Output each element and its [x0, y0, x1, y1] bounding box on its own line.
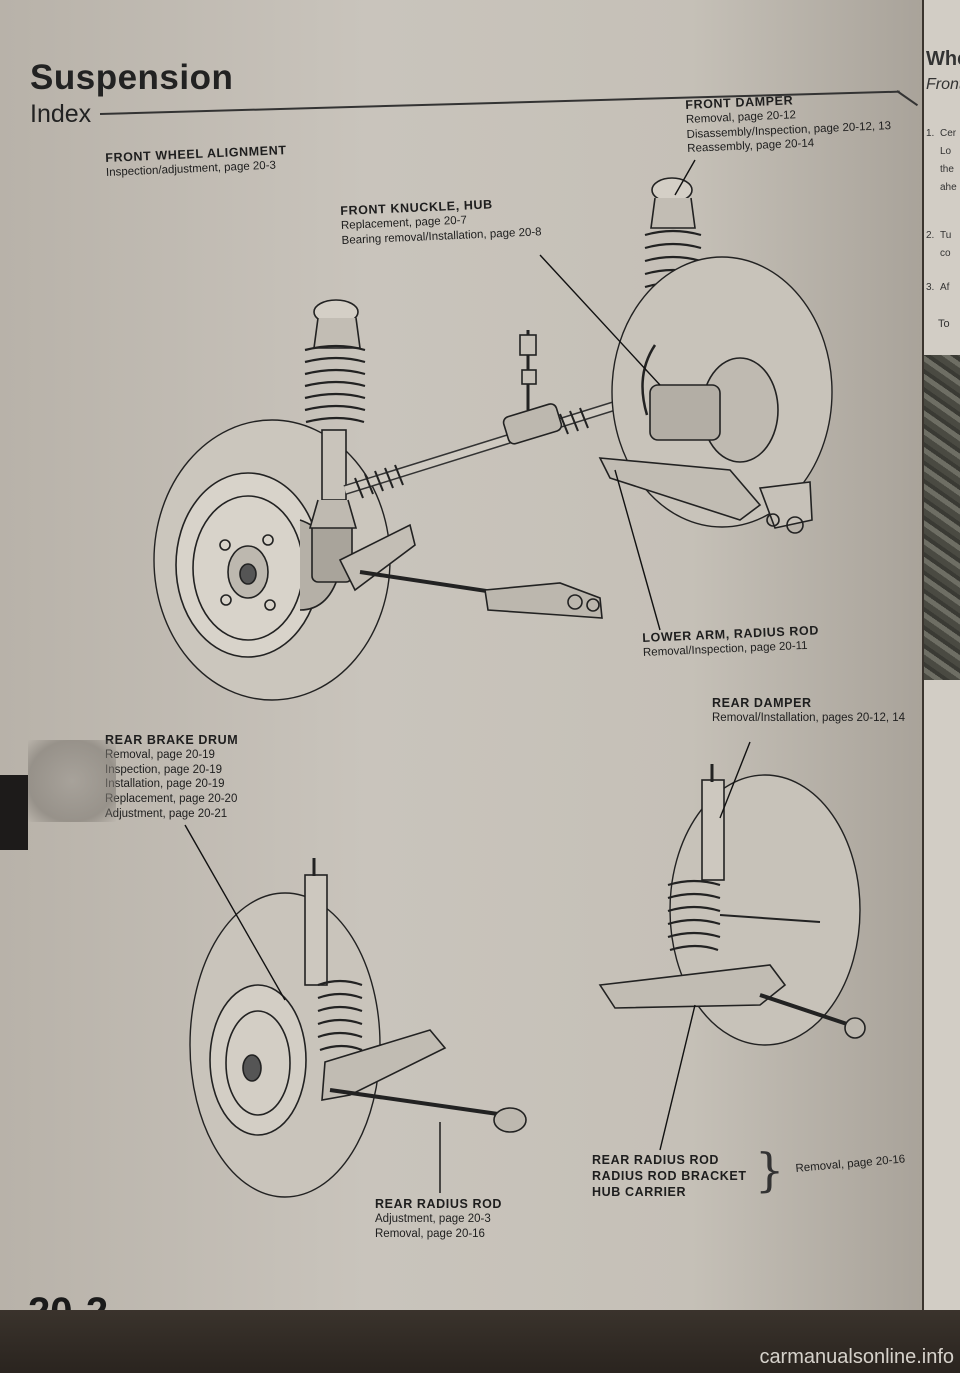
leader-front-damper [674, 159, 696, 196]
adjacent-word: co [940, 248, 951, 259]
adjacent-item: 1. [926, 128, 935, 139]
page-title: Suspension [30, 58, 234, 97]
section-tab [0, 775, 28, 850]
callout-rear-radius-rod: REAR RADIUS ROD Adjustment, page 20-3 Re… [375, 1197, 503, 1240]
callout-rear-damper: REAR DAMPER Removal/Installation, pages … [712, 696, 906, 724]
brace-symbol: } [755, 1143, 785, 1197]
adjacent-word: the [940, 164, 954, 175]
adjacent-word: ahe [940, 182, 957, 193]
rear-left-wheel-assembly [189, 858, 527, 1198]
adjacent-item: 2. [926, 230, 935, 241]
adjacent-word: Af [940, 282, 950, 293]
callout-front-knuckle-hub: FRONT KNUCKLE, HUB Replacement, page 20-… [340, 197, 542, 247]
callout-rear-group: REAR RADIUS ROD RADIUS ROD BRACKET HUB C… [592, 1153, 747, 1199]
adjacent-page-edge: Whe Front 1. Cer Lo the ahe 2. Tu co 3. … [922, 0, 960, 1373]
adjacent-title: Whe [926, 48, 960, 70]
adjacent-word: Lo [940, 146, 952, 157]
adjacent-word: Tu [940, 230, 952, 241]
leader-lower-arm [614, 469, 661, 631]
watermark: carmanualsonline.info [759, 1346, 954, 1368]
adjacent-item: 3. [926, 282, 935, 293]
suspension-illustration [153, 159, 866, 1198]
callout-front-damper: FRONT DAMPER Removal, page 20-12 Disasse… [685, 93, 892, 156]
manual-page: Suspension Index [0, 0, 922, 1373]
callout-rear-brake-drum: REAR BRAKE DRUM Removal, page 20-19 Insp… [105, 733, 239, 820]
adjacent-word: Cer [940, 128, 957, 139]
leader-rear-brake-drum [184, 824, 286, 1001]
section-tab-shadow [28, 740, 116, 822]
steering-rack [343, 330, 642, 499]
page-subtitle: Index [30, 100, 92, 128]
adjacent-word: To [938, 318, 950, 330]
adjacent-photo [924, 355, 960, 680]
front-left-lower-arm [338, 523, 603, 619]
leader-rear-damper [719, 741, 751, 819]
rear-right-wheel-assembly [598, 764, 866, 1046]
leader-rear-group [659, 1004, 696, 1151]
front-left-strut [304, 299, 366, 529]
leader-front-knuckle [539, 254, 661, 386]
front-right-wheel-assembly [598, 256, 833, 534]
adjacent-subtitle: Front [926, 76, 960, 93]
desk-background [0, 1310, 960, 1373]
